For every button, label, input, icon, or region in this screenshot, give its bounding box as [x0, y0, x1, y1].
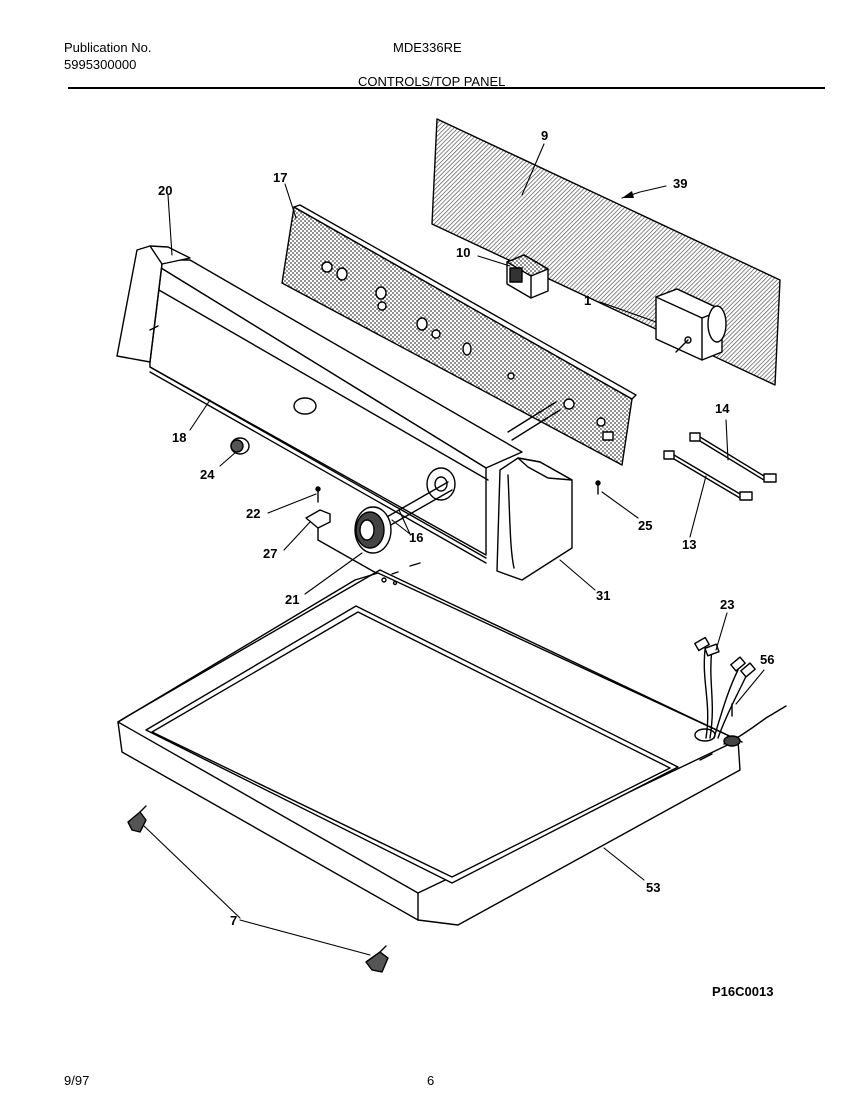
callout-53: 53: [646, 880, 660, 895]
callout-21: 21: [285, 592, 299, 607]
callout-31: 31: [596, 588, 610, 603]
screw-25-part: [595, 480, 601, 495]
harness-clip-13-part: [663, 450, 753, 501]
arrowhead-39: [622, 191, 634, 198]
callout-7: 7: [230, 913, 237, 928]
callout-25: 25: [638, 518, 652, 533]
screw-22-part: [315, 486, 321, 503]
callout-39: 39: [673, 176, 687, 191]
publication-label: Publication No.: [64, 40, 152, 55]
right-end-cap-part: [496, 457, 573, 581]
callout-14: 14: [715, 401, 730, 416]
callout-13: 13: [682, 537, 696, 552]
callout-23: 23: [720, 597, 734, 612]
callout-10: 10: [456, 245, 470, 260]
footer-date: 9/97: [64, 1073, 90, 1088]
wiring-harness-part: [694, 636, 756, 739]
top-panel-part: [117, 562, 743, 926]
control-panel-backing-part: [281, 204, 637, 466]
left-end-cap-part: [116, 245, 191, 363]
indicator-lens-part: [230, 437, 250, 455]
callout-22: 22: [246, 506, 260, 521]
callout-1: 1: [584, 293, 591, 308]
section-title: CONTROLS/TOP PANEL: [358, 74, 506, 89]
callout-20: 20: [158, 183, 172, 198]
strain-relief-part: [723, 703, 787, 747]
timer-shaft: [377, 401, 561, 531]
callout-56: 56: [760, 652, 774, 667]
switch-part: [506, 254, 549, 299]
foot-part-left: [127, 805, 147, 833]
model-number: MDE336RE: [393, 40, 462, 55]
timer-part: [655, 288, 727, 361]
callout-9: 9: [541, 128, 548, 143]
leader-lines: [143, 143, 765, 956]
callout-24: 24: [200, 467, 215, 482]
callout-18: 18: [172, 430, 186, 445]
publication-number: 5995300000: [64, 57, 137, 72]
knob-part: [354, 506, 392, 554]
page-number: 6: [427, 1073, 435, 1088]
callout-27: 27: [263, 546, 277, 561]
harness-clip-14-part: [689, 432, 777, 483]
foot-part-right: [365, 945, 389, 973]
callout-17: 17: [273, 170, 287, 185]
callout-16: 16: [409, 530, 423, 545]
figure-code: P16C0013: [712, 984, 773, 999]
bracket-part: [305, 509, 386, 579]
header-rule: [68, 87, 825, 89]
